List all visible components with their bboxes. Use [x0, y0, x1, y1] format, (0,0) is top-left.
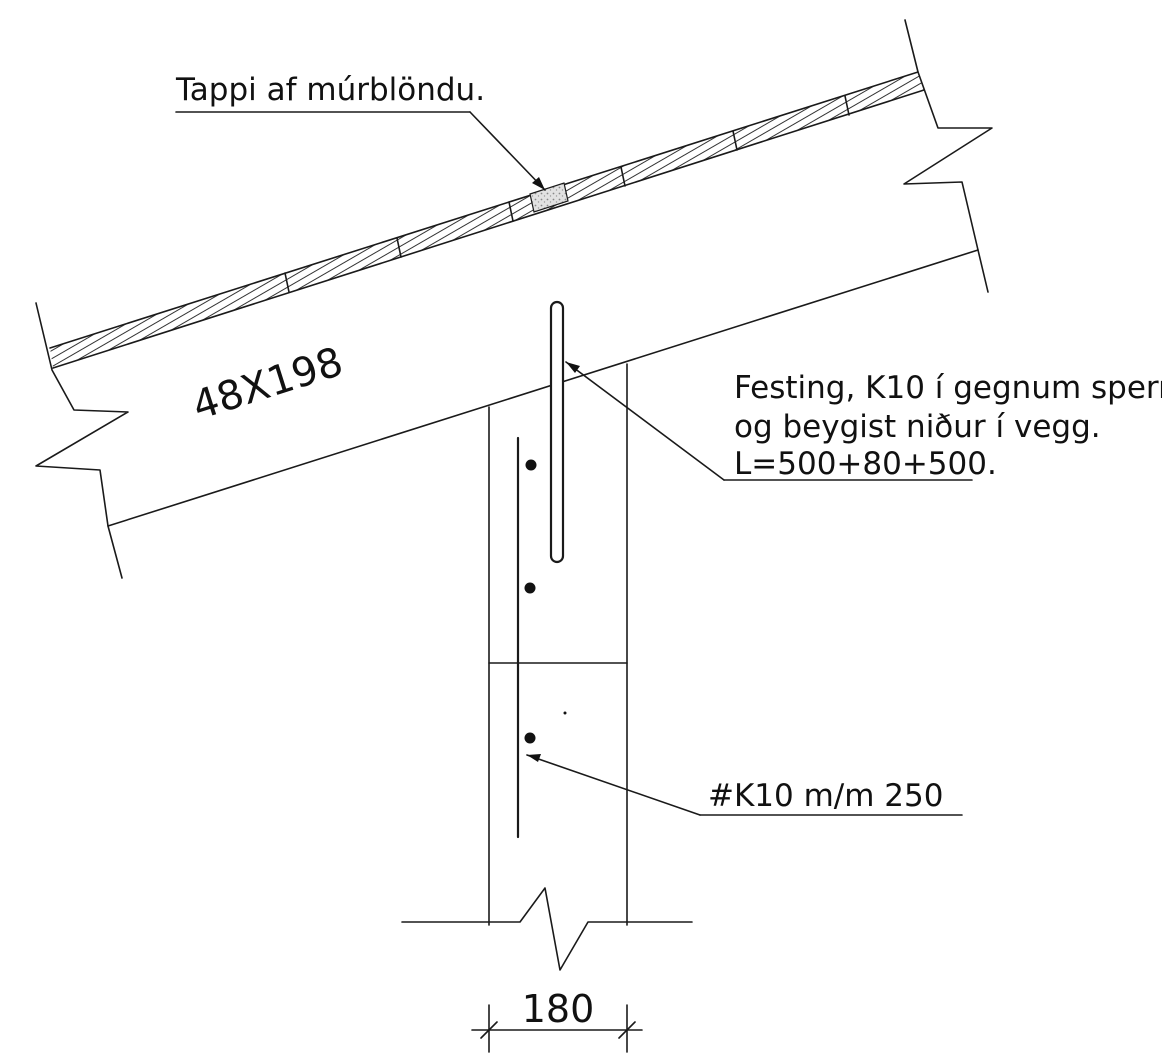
- wall-width-label: 180: [522, 987, 595, 1031]
- leader-rebar: [526, 754, 963, 816]
- rafter: [35, 19, 993, 579]
- fastening-label-line1: Festing, K10 í gegnum sperru: [734, 370, 1162, 406]
- sheathing-joints: [284, 95, 850, 293]
- rebar-label: #K10 m/m 250: [708, 778, 943, 814]
- leader-mortar-plug: [175, 111, 546, 191]
- roof-sheathing: [49, 71, 925, 369]
- fastening-bar: [549, 300, 565, 564]
- rebar-dots: [524, 459, 567, 744]
- fastening-label-line3: L=500+80+500.: [734, 446, 997, 482]
- wall: [401, 363, 693, 971]
- fastening-label-line2: og beygist niður í vegg.: [734, 409, 1101, 445]
- mortar-plug: [529, 182, 569, 213]
- dimension-wall-width: [471, 1004, 643, 1053]
- mortar-plug-label: Tappi af múrblöndu.: [175, 72, 485, 108]
- leader-fastening: [565, 361, 973, 481]
- rafter-size-label: 48X198: [187, 339, 348, 430]
